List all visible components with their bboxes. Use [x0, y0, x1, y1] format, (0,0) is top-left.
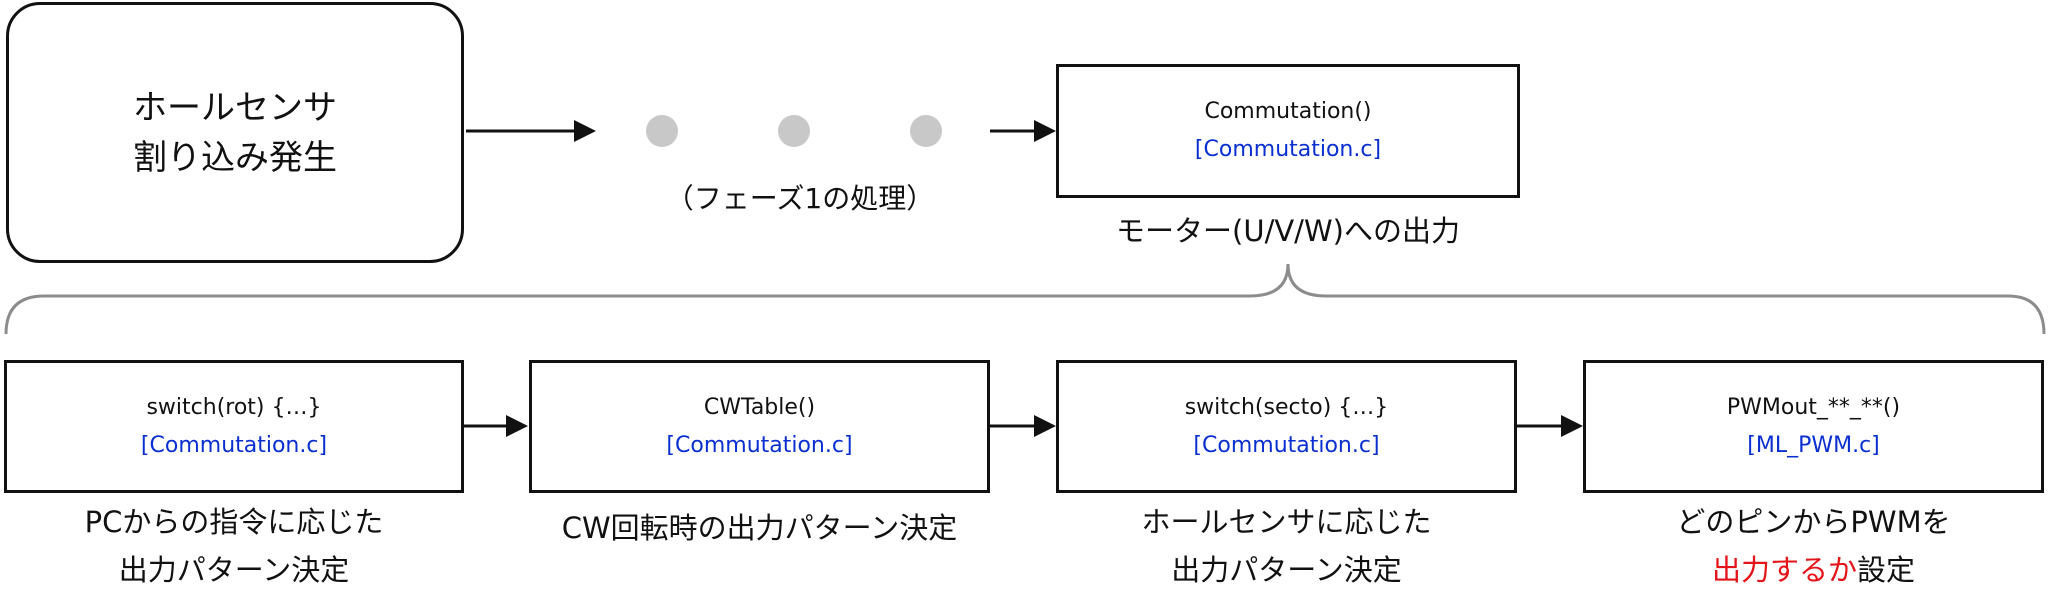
- step-2-caption: CW回転時の出力パターン決定: [509, 504, 1010, 552]
- step-2-caption-line-1: CW回転時の出力パターン決定: [561, 511, 958, 545]
- arrowhead: [574, 120, 596, 142]
- step-1-caption-line-1: PCからの指令に応じた: [84, 505, 384, 539]
- step-3-file: [Commutation.c]: [1193, 432, 1380, 458]
- step-4-caption: どのピンからPWMを 出力するか設定: [1583, 498, 2044, 594]
- start-line-2: 割り込み発生: [133, 137, 337, 178]
- step-4-caption-line-2: 出力するか設定: [1583, 546, 2044, 594]
- arrowhead: [1034, 415, 1056, 437]
- step-3-function: switch(secto) {…}: [1184, 394, 1389, 420]
- step-3-caption: ホールセンサに応じた 出力パターン決定: [1056, 498, 1517, 594]
- step-1-file: [Commutation.c]: [140, 432, 328, 458]
- step-3-caption-line-1: ホールセンサに応じた: [1141, 505, 1432, 539]
- step-2-function: CWTable(): [703, 394, 816, 420]
- arrowhead: [1561, 415, 1583, 437]
- ellipsis-dot-2: [778, 115, 810, 147]
- step-4-caption-rest: 設定: [1857, 553, 1916, 587]
- step-2-file: [Commutation.c]: [666, 432, 853, 458]
- step-4-function: PWMout_**_**(): [1726, 394, 1901, 420]
- commutation-caption: モーター(U/V/W)への出力: [1116, 214, 1460, 248]
- brace: [4, 263, 2046, 335]
- step-box-pwmout: PWMout_**_**() [ML_PWM.c]: [1583, 360, 2044, 493]
- ellipsis-dot-3: [910, 115, 942, 147]
- step-4-caption-highlight: 出力するか: [1711, 553, 1857, 587]
- step-3-caption-line-2: 出力パターン決定: [1171, 553, 1402, 587]
- phase-note: （フェーズ1の処理）: [665, 182, 935, 215]
- ellipsis-dot-1: [646, 115, 678, 147]
- arrowhead: [506, 415, 528, 437]
- step-4-file: [ML_PWM.c]: [1747, 432, 1880, 458]
- commutation-box: Commutation() [Commutation.c]: [1056, 64, 1520, 198]
- commutation-file: [Commutation.c]: [1194, 137, 1382, 162]
- arrowhead: [1034, 120, 1056, 142]
- step-1-function: switch(rot) {…}: [146, 394, 322, 420]
- step-box-cwtable: CWTable() [Commutation.c]: [529, 360, 990, 493]
- step-box-rot-switch: switch(rot) {…} [Commutation.c]: [4, 360, 464, 493]
- step-4-caption-line-1: どのピンからPWMを: [1676, 505, 1951, 539]
- commutation-function: Commutation(): [1204, 99, 1372, 124]
- step-box-secto-switch: switch(secto) {…} [Commutation.c]: [1056, 360, 1517, 493]
- step-1-caption-line-2: 出力パターン決定: [118, 553, 350, 587]
- start-box-hall-sensor-interrupt: ホールセンサ 割り込み発生: [6, 2, 464, 263]
- step-1-caption: PCからの指令に応じた 出力パターン決定: [4, 498, 464, 594]
- start-line-1: ホールセンサ: [133, 87, 337, 128]
